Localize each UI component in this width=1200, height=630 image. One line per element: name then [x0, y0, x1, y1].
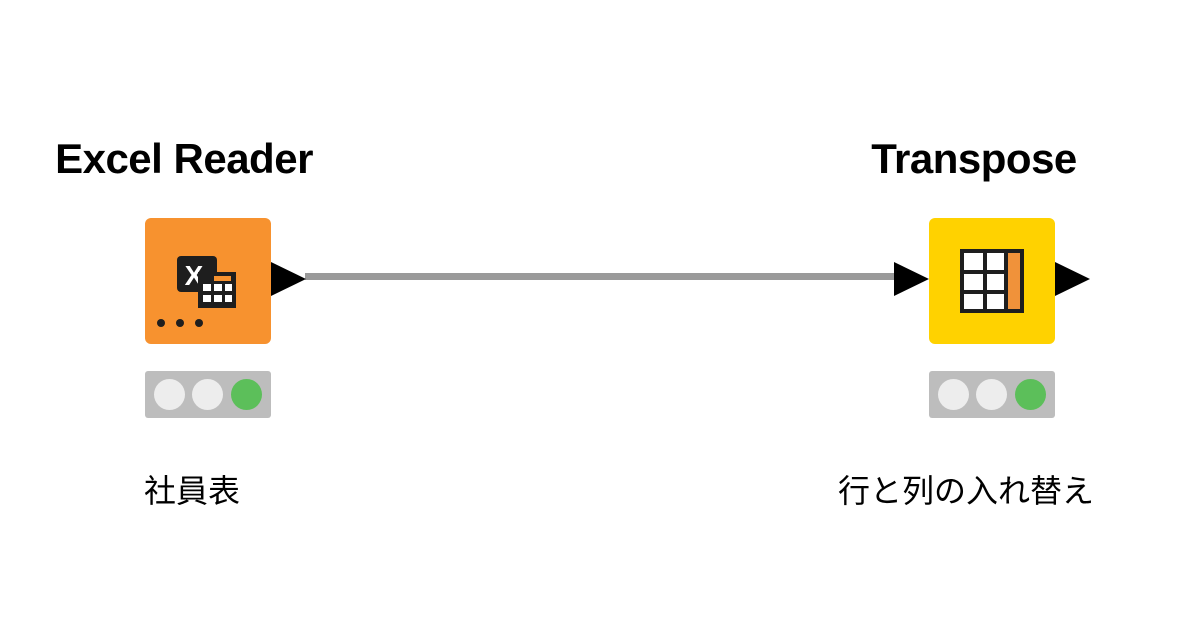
status-light-yellow: [192, 379, 223, 410]
status-light-green: [231, 379, 262, 410]
connection-line[interactable]: [305, 273, 895, 280]
node-label[interactable]: 行と列の入れ替え: [837, 472, 1095, 510]
node-title: Transpose: [871, 135, 1077, 182]
status-light-red: [154, 379, 185, 410]
node-label[interactable]: 社員表: [143, 472, 241, 510]
status-light-yellow: [976, 379, 1007, 410]
output-port-icon[interactable]: [1055, 262, 1090, 296]
node-title: Excel Reader: [55, 135, 313, 182]
input-port-icon[interactable]: [894, 262, 929, 296]
dialog-dots-icon: [156, 318, 208, 328]
status-light-green: [1015, 379, 1046, 410]
node-body[interactable]: X: [145, 218, 271, 344]
node-body[interactable]: [929, 218, 1055, 344]
excel-table-icon: X: [175, 254, 241, 310]
output-port-icon[interactable]: [271, 262, 306, 296]
traffic-light: [929, 371, 1055, 418]
status-light-red: [938, 379, 969, 410]
transpose-table-icon: [960, 249, 1024, 313]
traffic-light: [145, 371, 271, 418]
